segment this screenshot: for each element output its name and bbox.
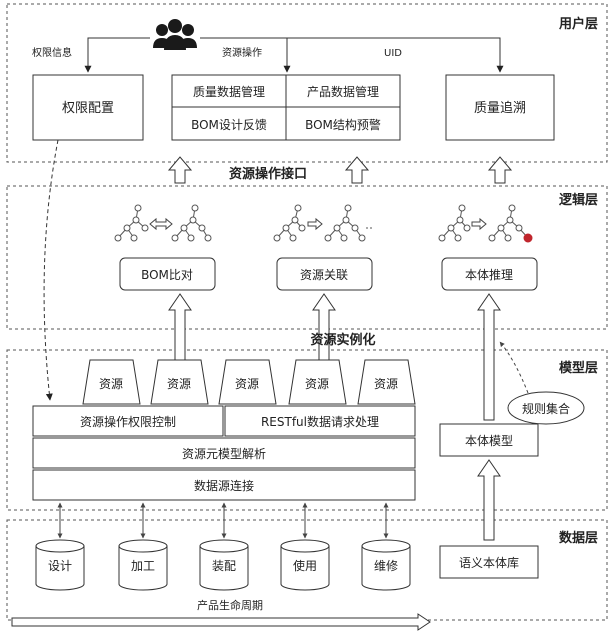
quality-data-mgmt-label: 质量数据管理 — [193, 84, 265, 99]
svg-text:资源: 资源 — [374, 377, 398, 391]
datasource-box — [32, 469, 416, 501]
rule-set-label: 规则集合 — [522, 401, 570, 416]
restful-label: RESTful数据请求处理 — [261, 414, 379, 429]
bidirectional-connectors — [57, 502, 389, 539]
logic-layer-label: 逻辑层 — [559, 192, 598, 208]
resource-link-box — [276, 257, 373, 291]
interface-label: 资源操作接口 — [229, 166, 307, 182]
svg-text:装配: 装配 — [212, 559, 236, 573]
meta-model-label: 资源元模型解析 — [182, 447, 266, 461]
uid-label: UID — [384, 48, 402, 59]
up-arrow-to-reasoning — [477, 293, 501, 421]
restful-box — [224, 405, 416, 437]
permission-info-connector — [84, 37, 150, 73]
semantic-lib-box — [439, 545, 539, 579]
users-icon — [153, 19, 197, 50]
resource-link-arrow-icon — [307, 217, 323, 231]
up-arrow-to-resource-link — [312, 293, 336, 363]
database-design: 设计 — [35, 539, 85, 591]
database-machining: 加工 — [118, 539, 168, 591]
ontology-model-label: 本体模型 — [465, 434, 513, 448]
resource-ops-label: 资源操作 — [222, 46, 262, 59]
svg-text:维修: 维修 — [374, 558, 398, 573]
quality-trace-box — [445, 74, 555, 141]
bom-compare-tree-icon — [114, 204, 212, 242]
lifecycle-arrow — [11, 613, 431, 631]
ontology-model-box — [439, 423, 539, 457]
compare-double-arrow-icon — [149, 217, 173, 231]
ontology-reasoning-box — [441, 257, 538, 291]
permission-config-box — [32, 74, 144, 141]
permission-config-label: 权限配置 — [62, 100, 114, 116]
resource-trapezoid-3: 资源 — [218, 359, 277, 405]
svg-text:加工: 加工 — [131, 559, 155, 573]
svg-text:资源: 资源 — [235, 377, 259, 391]
svg-text:使用: 使用 — [293, 558, 317, 573]
user-layer-label: 用户层 — [558, 16, 598, 32]
model-layer-frame — [6, 349, 608, 511]
resource-trapezoid-2: 资源 — [150, 359, 209, 405]
resource-trapezoid-1: 资源 — [82, 359, 141, 405]
logic-layer-frame — [6, 185, 608, 330]
resource-trapezoid-4: 资源 — [288, 359, 347, 405]
database-assembly: 装配 — [199, 539, 249, 591]
ontology-reasoning-label: 本体推理 — [465, 268, 513, 282]
resource-trapezoid-5: 资源 — [357, 359, 416, 405]
up-arrow-to-bom-compare — [168, 293, 192, 363]
data-layer-label: 数据层 — [559, 530, 598, 546]
permission-control-box — [32, 405, 224, 437]
bom-structure-warning-label: BOM结构预警 — [305, 117, 381, 132]
up-arrow-to-quality-trace — [487, 156, 513, 184]
lifecycle-label: 产品生命周期 — [197, 598, 263, 612]
reasoning-tree-icon — [438, 204, 533, 243]
semantic-lib-label: 语义本体库 — [459, 555, 519, 570]
up-arrow-to-warning — [344, 156, 370, 184]
reasoning-arrow-icon — [471, 217, 487, 231]
uid-connector — [200, 37, 504, 73]
rule-set-dashed-connector — [499, 341, 529, 394]
user-layer-frame — [6, 3, 608, 163]
svg-text:资源: 资源 — [305, 377, 329, 391]
meta-model-box — [32, 437, 416, 469]
product-data-mgmt-label: 产品数据管理 — [307, 84, 379, 99]
bom-compare-box — [119, 257, 216, 291]
up-arrow-to-ops-grid — [167, 156, 193, 184]
rule-set-ellipse — [507, 391, 585, 425]
permission-info-label: 权限信息 — [32, 46, 72, 59]
bom-compare-label: BOM比对 — [141, 268, 193, 282]
up-arrow-to-ontology-model — [477, 459, 501, 541]
database-maintenance: 维修 — [361, 539, 411, 591]
svg-text:设计: 设计 — [48, 559, 72, 573]
quality-trace-label: 质量追溯 — [474, 100, 526, 116]
permission-dashed-connector — [43, 139, 59, 401]
model-layer-label: 模型层 — [559, 360, 598, 376]
svg-text:资源: 资源 — [99, 377, 123, 391]
resource-link-tree-icon — [273, 204, 374, 242]
database-usage: 使用 — [280, 539, 330, 591]
resource-link-label: 资源关联 — [300, 268, 348, 282]
svg-text:资源: 资源 — [167, 377, 191, 391]
instantiation-label: 资源实例化 — [310, 332, 375, 348]
bom-design-feedback-label: BOM设计反馈 — [191, 118, 267, 132]
permission-control-label: 资源操作权限控制 — [80, 414, 176, 429]
datasource-label: 数据源连接 — [194, 478, 254, 493]
